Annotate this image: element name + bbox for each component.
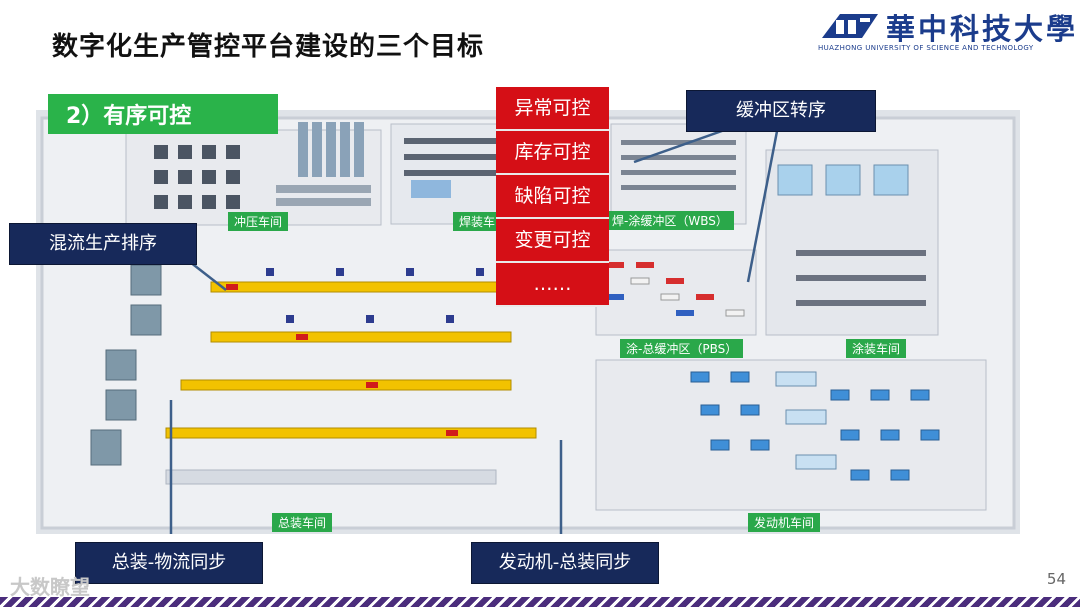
engine-area [595, 359, 987, 511]
section-label: 2）有序可控 [48, 94, 278, 134]
wbs-area [610, 123, 747, 225]
zone-label-engine: 发动机车间 [748, 513, 821, 532]
watermark: 大数瞭望 [10, 575, 90, 599]
warehouse-racks [90, 264, 162, 466]
callout-assembly-logistics: 总装-物流同步 [75, 542, 263, 584]
control-item-exception: 异常可控 [496, 87, 609, 131]
hust-emblem-icon [822, 14, 878, 38]
control-item-change: 变更可控 [496, 219, 609, 263]
callout-engine-assembly: 发动机-总装同步 [471, 542, 659, 584]
university-logo [822, 14, 878, 38]
callout-mixed-sequencing: 混流生产排序 [9, 223, 197, 265]
slide-title: 数字化生产管控平台建设的三个目标 [52, 32, 485, 62]
footer-stripe [0, 597, 1080, 607]
stamping-area [125, 122, 382, 226]
logo-english-name: HUAZHONG UNIVERSITY OF SCIENCE AND TECHN… [818, 44, 1034, 52]
zone-label-assembly: 总装车间 [272, 513, 333, 532]
control-item-defect: 缺陷可控 [496, 175, 609, 219]
logo-chinese-name: 華中科技大學 [886, 12, 1079, 46]
callout-buffer-transfer: 缓冲区转序 [686, 90, 876, 132]
pbs-area [595, 249, 757, 336]
zone-label-pbs: 涂-总缓冲区（PBS） [620, 339, 744, 358]
assembly-lines [165, 268, 537, 439]
painting-area [765, 149, 939, 336]
page-number: 54 [1046, 570, 1066, 588]
zone-label-wbs: 焊-涂缓冲区（WBS） [606, 211, 734, 230]
control-item-inventory: 库存可控 [496, 131, 609, 175]
callout-arrows [169, 124, 780, 534]
zone-label-stamping: 冲压车间 [228, 212, 289, 231]
control-list: 异常可控 库存可控 缺陷可控 变更可控 …… [496, 87, 609, 307]
welding-area [390, 123, 512, 225]
factory-floor-illustration [36, 110, 1020, 534]
control-item-more: …… [496, 263, 609, 307]
zone-label-painting: 涂装车间 [846, 339, 907, 358]
